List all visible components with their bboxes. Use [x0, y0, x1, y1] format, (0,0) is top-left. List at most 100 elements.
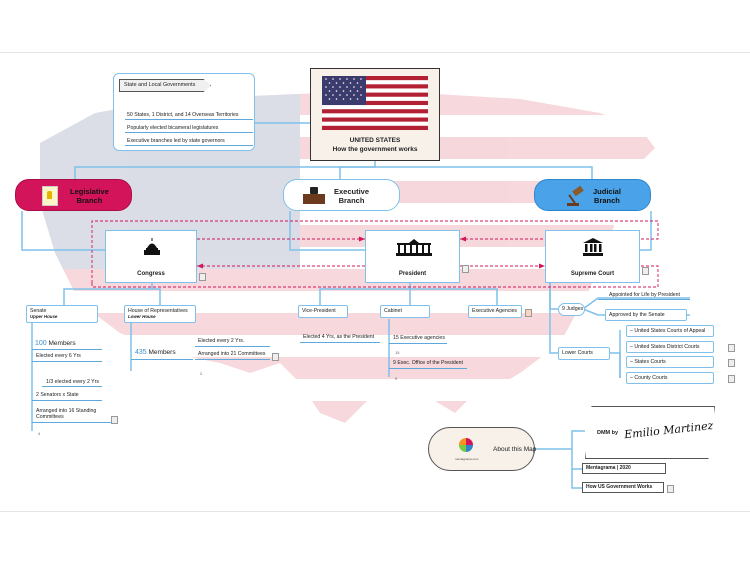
judges-item-2-box: Approved by the Senate	[605, 309, 687, 321]
state-item-1: 50 States, 1 District, and 14 Overseas T…	[127, 112, 239, 118]
house-node[interactable]: House of Representatives Lower House	[124, 305, 196, 323]
senate-item-4b: Committees	[36, 414, 64, 420]
lower-court-3-note-icon[interactable]	[728, 359, 735, 367]
vp-item-1-underline	[300, 342, 380, 343]
senate-item-4-underline	[32, 422, 117, 423]
house-members-underline	[131, 359, 193, 360]
judges-item-1: Appointed for Life by President	[609, 292, 680, 298]
cabinet-item-1: 15 Executive agencies	[393, 335, 445, 341]
judges-title: 9 Judges	[562, 306, 584, 312]
house-item-2-underline	[195, 359, 270, 360]
executive-desk-icon	[303, 187, 325, 205]
court-note-icon[interactable]	[642, 267, 649, 275]
dmm-item-2: How US Government Works	[582, 482, 664, 493]
gavel-icon	[567, 185, 587, 206]
state-item-2-underline	[125, 132, 253, 133]
dmm-item-1: Mentagrama | 2020	[582, 463, 666, 474]
state-item-3: Executive branches led by state governor…	[127, 138, 225, 144]
house-item-1-underline	[195, 346, 270, 347]
dmm-item-2-text: How US Government Works	[586, 484, 653, 490]
senate-item-2: 1/3 elected every 2 Yrs	[46, 379, 99, 385]
senate-node[interactable]: Senate Upper House	[26, 305, 98, 323]
state-local-title[interactable]: State and Local Governments	[119, 79, 211, 92]
courthouse-icon	[583, 238, 603, 256]
senate-collapse-marker[interactable]: 4	[38, 431, 41, 436]
usa-flag-icon	[322, 76, 428, 130]
cabinet-item-2: 9 Exec. Office of the President	[393, 360, 463, 366]
senate-item-3: 2 Senators x State	[36, 392, 79, 398]
cabinet-title: Cabinet	[384, 308, 402, 314]
house-title: House of Representatives	[128, 308, 188, 314]
lower-courts-title: Lower Courts	[562, 350, 593, 356]
state-local-node[interactable]: State and Local Governments 50 States, 1…	[113, 73, 255, 151]
judicial-branch-node[interactable]: Judicial Branch	[534, 179, 651, 211]
congress-node[interactable]: Congress	[105, 230, 197, 283]
senate-item-2-underline	[42, 386, 102, 387]
lower-court-item-2-text: United States District Courts	[634, 344, 700, 350]
cabinet-item-2-underline	[389, 368, 467, 369]
lower-court-item-4: – County Courts	[626, 372, 714, 384]
dmm-label: DMM by	[597, 430, 619, 436]
executive-branch-node[interactable]: Executive Branch	[283, 179, 400, 211]
dmm-item-1-text: Mentagrama | 2020	[586, 465, 631, 471]
house-note-icon[interactable]	[272, 353, 279, 361]
root-node[interactable]: UNITED STATES How the government works	[310, 68, 440, 161]
senate-members: 100 Members	[35, 340, 76, 347]
house-members: 435 Members	[135, 349, 176, 356]
senate-members-count: 100	[35, 340, 47, 347]
senate-members-underline	[32, 349, 102, 350]
mind-map-canvas: UNITED STATES How the government works S…	[0, 52, 750, 512]
state-item-1-underline	[125, 119, 253, 120]
about-map-node[interactable]: mentagrama.com About this Map	[428, 427, 537, 471]
lower-court-item-1: – United States Courts of Appeal	[626, 325, 714, 337]
legislative-line1: Legislative	[70, 187, 109, 196]
lower-court-4-note-icon[interactable]	[728, 375, 735, 383]
lower-court-2-note-icon[interactable]	[728, 344, 735, 352]
executive-agencies-node[interactable]: Executive Agencies	[468, 305, 522, 318]
congress-label: Congress	[137, 271, 165, 277]
house-members-word: Members	[148, 349, 176, 356]
supreme-court-label: Supreme Court	[570, 271, 615, 277]
house-collapse-marker[interactable]: 2	[200, 371, 203, 376]
house-item-2: Arranged into 21 Committees	[198, 351, 266, 357]
legislative-icon	[42, 186, 58, 206]
agencies-note-icon[interactable]	[525, 309, 532, 317]
cabinet-item-1-underline	[389, 343, 447, 344]
cabinet-node[interactable]: Cabinet	[380, 305, 430, 318]
supreme-court-node[interactable]: Supreme Court	[545, 230, 640, 283]
president-node[interactable]: President	[365, 230, 460, 283]
judges-item-1-underline	[598, 299, 690, 300]
senate-note-icon[interactable]	[111, 416, 118, 424]
senate-members-word: Members	[48, 340, 76, 347]
cabinet-marker-1[interactable]: 15	[395, 350, 400, 355]
white-house-icon	[396, 239, 432, 256]
cabinet-marker-2[interactable]: 9	[395, 376, 398, 381]
judicial-line1: Judicial	[593, 187, 621, 196]
dmm-node[interactable]: DMM by Emilio Martinez G	[585, 406, 715, 459]
connector-lines	[21, 122, 690, 489]
congress-note-icon[interactable]	[199, 273, 206, 281]
house-subtitle: Lower House	[128, 314, 156, 319]
senate-subtitle: Upper House	[30, 314, 58, 319]
house-item-1: Elected every 2 Yrs.	[198, 338, 245, 344]
president-label: President	[398, 271, 427, 277]
executive-line2: Branch	[338, 196, 365, 205]
about-label: About this Map	[493, 446, 537, 453]
president-note-icon[interactable]	[462, 265, 469, 273]
executive-line1: Executive	[334, 187, 370, 196]
lower-courts-node[interactable]: Lower Courts	[558, 347, 610, 360]
lower-court-item-2: – United States District Courts	[626, 341, 714, 353]
state-item-3-underline	[125, 145, 253, 146]
house-members-count: 435	[135, 349, 147, 356]
legislative-line2: Branch	[76, 196, 103, 205]
senate-item-1-underline	[32, 361, 102, 362]
legislative-branch-node[interactable]: Legislative Branch	[15, 179, 132, 211]
logo-text: mentagrama.com	[455, 457, 479, 461]
dmm-note-icon[interactable]	[667, 485, 674, 493]
root-title-line2: How the government works	[332, 146, 418, 153]
relationship-lines	[91, 220, 659, 288]
judges-node[interactable]: 9 Judges	[558, 303, 585, 316]
lower-court-item-4-text: County Courts	[634, 375, 668, 381]
senate-item-3-underline	[32, 400, 102, 401]
vice-president-node[interactable]: Vice-President	[298, 305, 348, 318]
